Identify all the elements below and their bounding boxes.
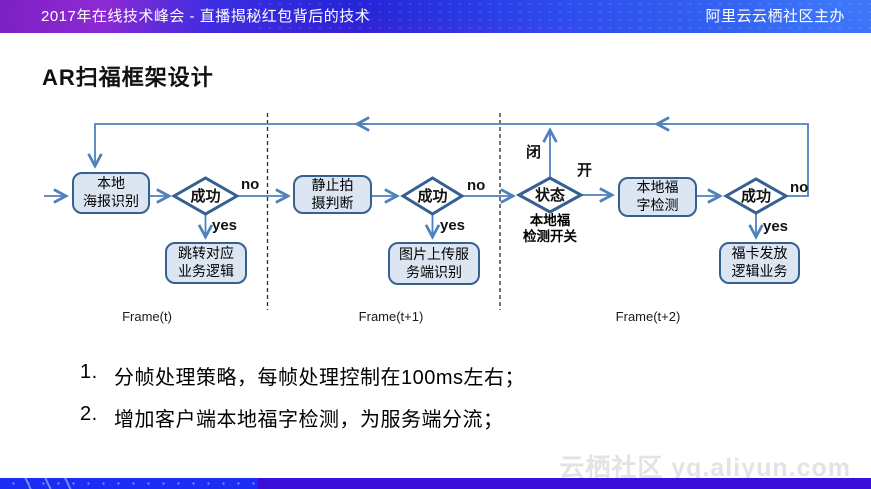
- edge-label-open: 开: [577, 162, 592, 179]
- node-upload-server-recognition: 图片上传服 务端识别: [388, 242, 480, 285]
- header-dots-pattern: [255, 0, 871, 33]
- footer-bar-left-segment: [0, 478, 258, 489]
- state-diamond-caption: 本地福 检测开关: [523, 213, 577, 245]
- node-jump-business-logic: 跳转对应 业务逻辑: [165, 242, 247, 284]
- node-text-line: 逻辑业务: [731, 263, 788, 279]
- watermark: 云栖社区 yq.aliyun.com: [559, 454, 851, 482]
- node-text-line: 跳转对应: [178, 245, 234, 262]
- bullet-number: 2.: [80, 403, 98, 425]
- bullet-list: 1. 分帧处理策略，每帧处理控制在100ms左右； 2. 增加客户端本地福字检测…: [80, 361, 525, 445]
- bullet-text: 分帧处理策略，每帧处理控制在100ms左右；: [114, 367, 526, 389]
- diamond-success-1-label: 成功: [190, 187, 220, 205]
- connector-feedback-loop: [95, 123, 809, 197]
- node-text-line: 海报识别: [83, 193, 139, 209]
- node-local-fu-detection: 本地福 字检测: [618, 177, 697, 217]
- bullet-number: 1.: [80, 361, 98, 383]
- edge-label-no3: no: [790, 179, 808, 196]
- frame-label-t: Frame(t): [122, 309, 172, 324]
- node-local-poster-recognition: 本地 海报识别: [72, 172, 150, 214]
- organizer-label: 阿里云云栖社区主办: [705, 8, 845, 25]
- node-text-line: 本地福: [636, 179, 679, 196]
- edge-label-yes3: yes: [763, 218, 788, 235]
- frame-label-t1: Frame(t+1): [358, 309, 424, 324]
- flowchart-svg: 成功 成功 状态 成功 no yes no yes no yes 闭 开: [44, 113, 809, 310]
- header-curve-decoration: [0, 0, 871, 33]
- edge-label-no1: no: [241, 176, 259, 193]
- footer-bar: [0, 478, 871, 489]
- diamond-success-3-label: 成功: [741, 187, 771, 205]
- diamond-success-2: [400, 176, 465, 216]
- diamond-state-label: 状态: [535, 186, 565, 204]
- node-text-line: 务端识别: [406, 263, 462, 280]
- bullet-item-2: 2. 增加客户端本地福字检测，为服务端分流；: [80, 403, 525, 432]
- bullet-item-1: 1. 分帧处理策略，每帧处理控制在100ms左右；: [80, 361, 525, 390]
- node-text-line: 摄判断: [311, 194, 354, 211]
- header-bar: 2017年在线技术峰会 - 直播揭秘红包背后的技术 阿里云云栖社区主办: [0, 0, 871, 33]
- bullet-text: 增加客户端本地福字检测，为服务端分流；: [114, 409, 504, 431]
- conference-title: 2017年在线技术峰会 - 直播揭秘红包背后的技术: [41, 8, 371, 25]
- node-text-line: 静止拍: [311, 176, 354, 193]
- frame-label-t2: Frame(t+2): [615, 309, 681, 324]
- flowchart-diagram: 成功 成功 状态 成功 no yes no yes no yes 闭 开 本地 …: [0, 100, 871, 340]
- node-text-line: 图片上传服: [399, 245, 469, 262]
- node-text-line: 业务逻辑: [178, 263, 234, 279]
- caption-line: 检测开关: [523, 229, 577, 245]
- footer-bar-right-segment: [258, 478, 871, 489]
- node-text-line: 字检测: [636, 197, 679, 213]
- edge-label-no2: no: [467, 177, 485, 194]
- diamond-success-2-label: 成功: [417, 187, 447, 205]
- diamond-success-1: [170, 176, 241, 216]
- node-fuka-issue-logic: 福卡发放 逻辑业务: [719, 242, 800, 284]
- page-title: AR扫福框架设计: [42, 65, 214, 90]
- node-still-shot-judge: 静止拍 摄判断: [293, 175, 372, 214]
- diamond-state: [515, 176, 585, 214]
- edge-label-yes2: yes: [440, 217, 465, 234]
- edge-label-yes1: yes: [212, 217, 237, 234]
- diamond-success-3: [722, 177, 790, 215]
- edge-label-closed: 闭: [526, 143, 541, 161]
- node-text-line: 本地: [97, 175, 125, 192]
- node-text-line: 福卡发放: [731, 245, 788, 262]
- caption-line: 本地福: [529, 213, 571, 228]
